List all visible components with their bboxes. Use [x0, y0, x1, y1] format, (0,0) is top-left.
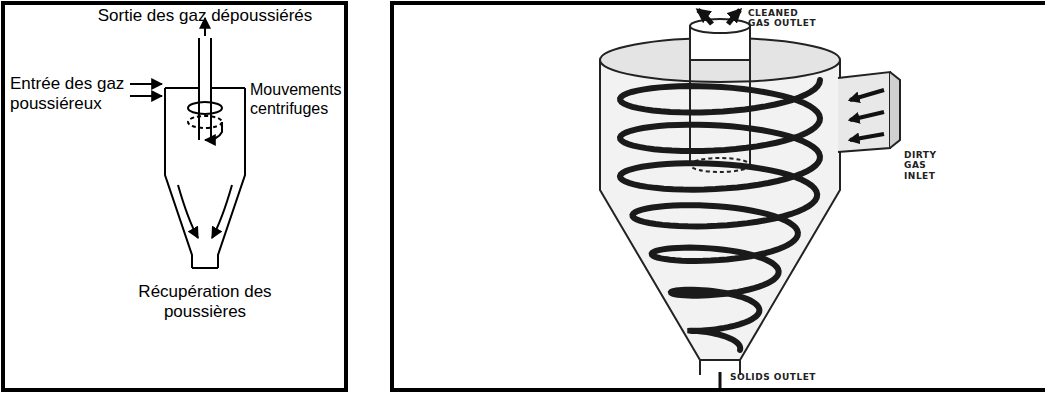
part-label: CLEANED GAS OUTLET — [748, 8, 818, 29]
vortex-spiral-path — [620, 80, 820, 350]
vortex-spiral — [620, 80, 820, 350]
label-text: Récupération des poussières — [135, 282, 275, 323]
outlet-arrows — [698, 10, 740, 24]
label-text: Sortie des gaz dépoussiérés — [85, 6, 325, 26]
cyclone-schematic — [130, 18, 245, 268]
inlet-arrows — [850, 90, 884, 140]
solids-line — [719, 372, 722, 388]
part-label: SOLIDS OUTLET — [730, 372, 840, 382]
panel-frame — [392, 3, 1045, 390]
cyclone-cutaway — [600, 19, 900, 375]
label-text: Entrée des gaz poussiéreux — [10, 74, 128, 115]
part-label: DIRTY GAS INLET — [904, 150, 949, 181]
label-text: Mouvements centrifuges — [250, 80, 344, 118]
panel-frame — [3, 3, 346, 390]
